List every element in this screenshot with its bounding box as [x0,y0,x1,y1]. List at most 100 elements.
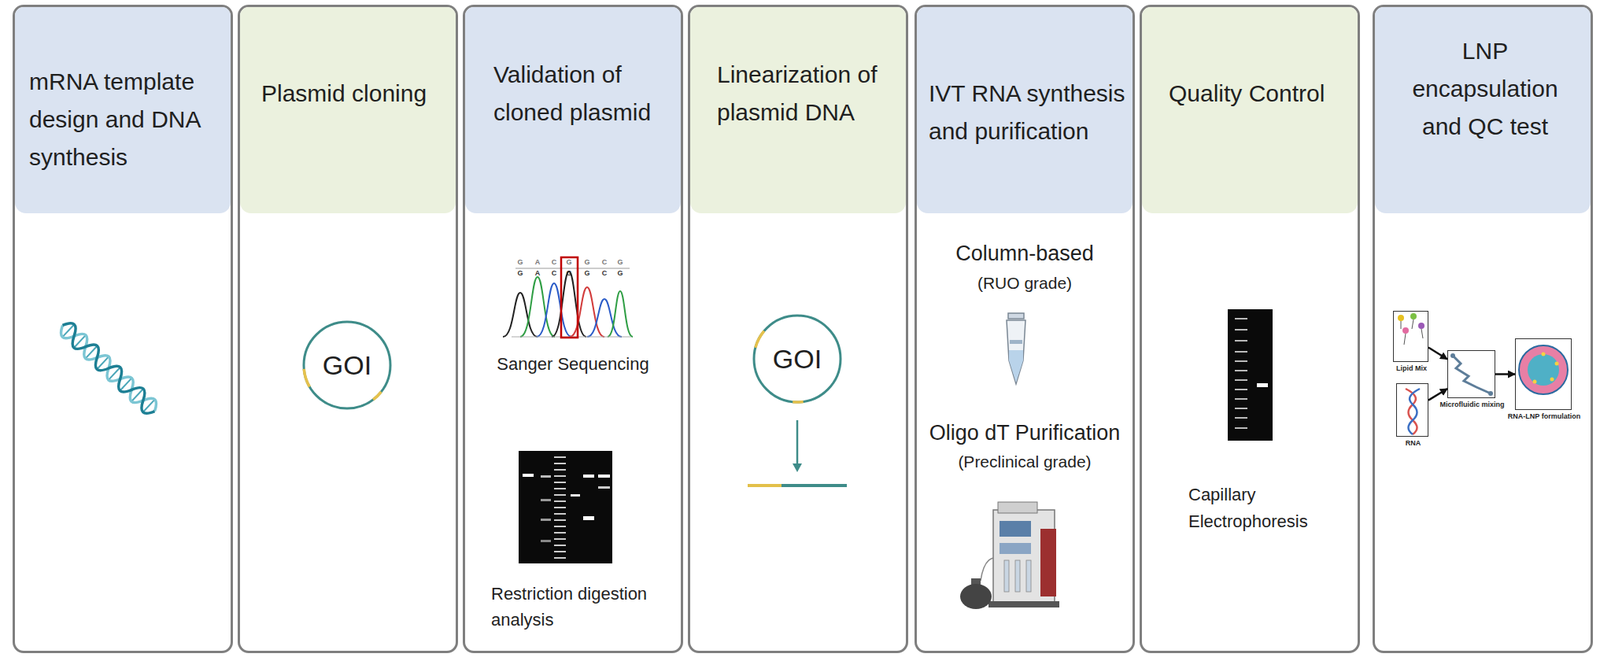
bottle-neck [971,578,981,587]
helix-rung [143,399,155,412]
lipid-head [1397,314,1405,322]
chromatogram-peak [569,287,605,337]
rna-strand [1408,388,1421,435]
linear-dna-segment [781,484,847,488]
lnp-dot [1533,380,1538,385]
tube-liquid [1008,350,1024,383]
chromatogram-peak [520,277,555,337]
column-heading: mRNA template design and DNA synthesis [29,62,226,177]
ladder-band [554,475,566,477]
plasmid-feature-arc [302,369,311,388]
gel-band [540,539,551,543]
flow-arrow [1495,373,1516,376]
step-column: mRNA template design and DNA synthesis [12,4,233,654]
header-band [240,7,456,214]
base-call-letter: G [583,269,592,278]
ladder-band [554,487,566,490]
method-caption: Column-based [916,240,1133,267]
lnp-dot [1555,362,1560,366]
instrument-tubing [980,557,1000,581]
helix-rung [97,357,109,370]
icon-label: RNA-LNP formulation [1503,412,1585,421]
chromatogram-peak [587,299,622,337]
column-heading: Validation of cloned plasmid [493,55,675,132]
lipid-tail [1400,321,1402,329]
instrument-base [988,601,1060,608]
ladder-band [1234,417,1248,419]
base-call-letter: C [600,258,609,267]
instrument-panel [1040,528,1057,597]
step-column: Plasmid cloningGOI [237,4,459,654]
lipid-tail [1404,333,1406,345]
ladder-band [1234,339,1248,342]
instrument-column [1015,560,1020,592]
ladder-band [1234,360,1248,363]
helix-rung [85,346,97,359]
rna-strand [1405,388,1418,435]
chromatogram-peak [607,291,633,337]
base-call-letter: G [516,269,525,278]
plasmid-feature-arc [372,391,383,402]
ladder-band [554,519,566,522]
header-band [916,7,1133,214]
icon-box: Lipid Mix [1393,310,1429,363]
gel-band [583,474,595,478]
icon-label: RNA [1385,439,1442,448]
ladder-band [554,500,566,503]
ladder-band [1234,388,1248,391]
gel-band [540,498,551,502]
dna-helix-icon [56,318,161,418]
microfluidic-channel [1452,355,1491,394]
ladder-band [554,550,566,553]
gel-band [583,516,595,521]
base-call-letter: G [616,269,625,278]
ladder-band [554,544,566,547]
channel-outlet [1488,391,1493,396]
base-call-letter: A [533,258,542,267]
plasmid-circle: GOI [751,313,843,405]
tube-filter [1009,339,1023,344]
column-heading: LNP encapsulation and QC test [1402,32,1568,146]
arrow-head [792,463,802,473]
base-call-letter: C [550,258,558,267]
gel-band [522,473,534,477]
lipid-head [1410,313,1417,320]
base-call-letter: A [533,269,542,278]
column-heading: Quality Control [1168,74,1355,113]
lipid-tail [1411,319,1414,329]
method-caption: Capillary Electrophoresis [1188,481,1338,536]
gel-image [518,450,613,564]
instrument-cabinet [993,509,1055,603]
helix-rung [120,378,132,391]
base-call-letter: G [583,258,592,267]
flow-arrow [1428,388,1448,401]
column-heading: Linearization of plasmid DNA [716,55,903,132]
ladder-band [1234,328,1248,331]
base-call-letter: C [550,269,558,278]
chromatogram-peak [551,271,587,337]
gel-image [1227,309,1273,441]
ladder-band [554,538,566,540]
base-call-letter: G [565,269,573,278]
channel-inlet [1450,353,1456,359]
instrument-column [1026,560,1031,592]
icon-box: Microfluidic mixing [1447,350,1496,399]
icon-label: Lipid Mix [1381,364,1442,373]
helix-rung [62,325,74,337]
chromatogram-peak [536,283,572,337]
ladder-band [554,494,566,496]
header-band [1141,7,1358,214]
ladder-band [554,456,566,459]
plasmid-feature-arc [753,329,765,348]
gel-band [540,475,551,478]
helix-rung [74,336,86,348]
gene-label: GOI [301,319,393,411]
ladder-band [554,462,566,465]
base-call-letter: C [600,269,609,278]
method-caption: Restriction digestion analysis [491,580,673,633]
helix-strand [56,318,161,418]
ladder-band [1234,407,1248,410]
